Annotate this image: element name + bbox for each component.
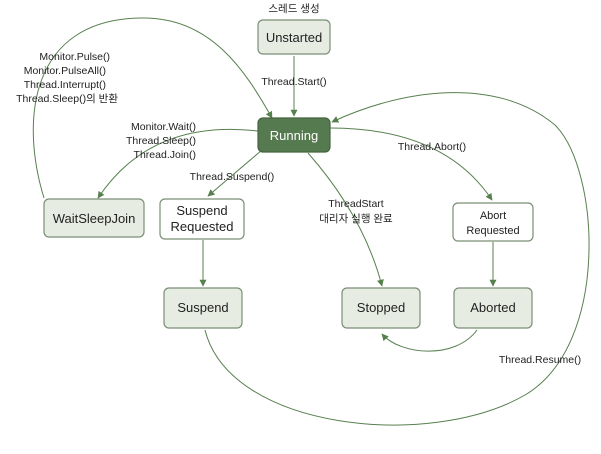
state-suspend: Suspend [163,287,243,329]
label-wait-call-3: Thread.Join() [134,149,196,161]
label-threadstart-1: ThreadStart [328,198,384,210]
state-abort-requested-label-1: Abort [480,210,506,222]
edges [32,17,590,426]
edge-running-to-abort-requested [329,127,493,201]
label-wait-call-1: Monitor.Wait() [131,121,196,133]
state-abort-requested-label-2: Requested [466,225,519,237]
state-suspend-requested: Suspend Requested [159,198,245,240]
label-thread-create: 스레드 생성 [268,3,319,15]
edge-running-to-waitsleepjoin [97,128,259,199]
edge-running-to-suspend-requested [207,149,263,197]
state-stopped-label: Stopped [357,300,405,315]
state-unstarted: Unstarted [257,19,331,55]
label-threadstart-2: 대리자 실행 완료 [319,212,393,225]
state-running: Running [257,117,331,153]
state-waitsleepjoin: WaitSleepJoin [43,198,145,238]
label-wait-return-1: Monitor.Pulse() [39,51,110,63]
label-thread-resume: Thread.Resume() [499,354,581,366]
state-suspend-label: Suspend [177,300,228,315]
state-stopped: Stopped [341,287,421,329]
state-suspend-requested-label-1: Suspend [176,203,227,218]
edge-aborted-to-stopped [381,329,478,352]
edge-running-to-stopped [307,152,384,287]
label-wait-return-4: Thread.Sleep()의 반환 [16,93,118,105]
state-aborted-label: Aborted [470,300,516,315]
state-running-label: Running [270,128,318,143]
state-unstarted-label: Unstarted [266,30,322,45]
state-aborted: Aborted [453,287,533,329]
label-wait-call-2: Thread.Sleep() [126,135,196,147]
state-suspend-requested-label-2: Requested [171,219,234,234]
state-waitsleepjoin-label: WaitSleepJoin [53,211,136,226]
label-thread-abort: Thread.Abort() [398,141,466,153]
label-thread-start: Thread.Start() [261,76,326,88]
label-wait-return-2: Monitor.PulseAll() [24,65,106,77]
edge-suspend-to-running [204,92,590,426]
state-abort-requested: Abort Requested [452,202,534,242]
edge-waitsleepjoin-to-running [32,17,273,199]
label-wait-return-3: Thread.Interrupt() [24,79,106,91]
label-thread-suspend: Thread.Suspend() [190,171,275,183]
